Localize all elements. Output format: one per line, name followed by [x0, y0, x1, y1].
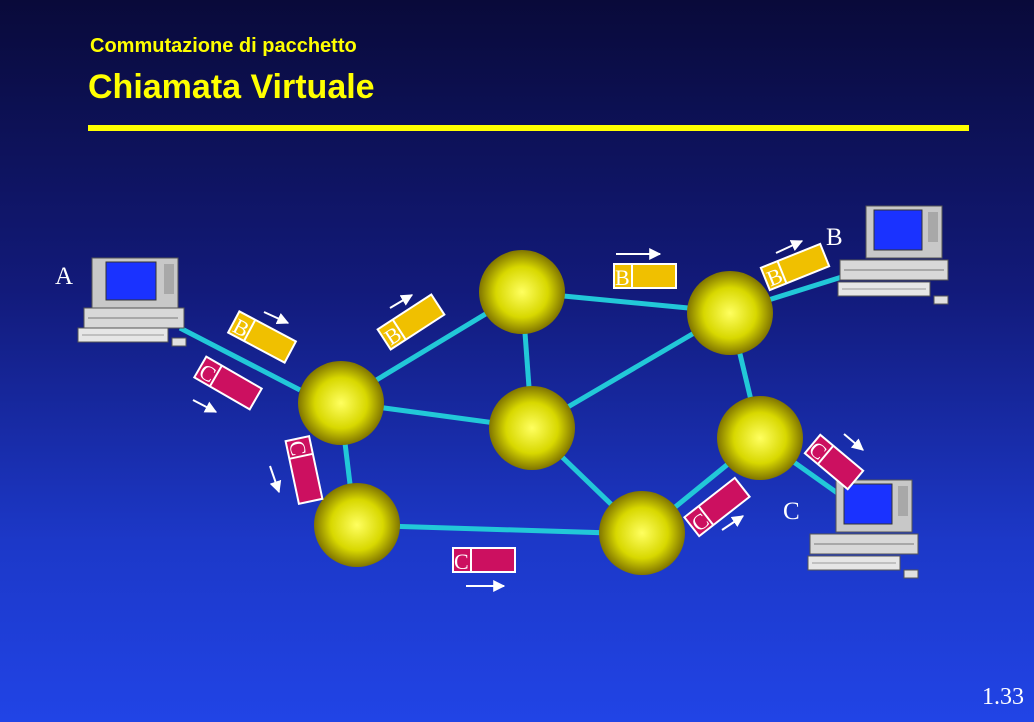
arrow-icon [269, 465, 282, 494]
title-underline [88, 125, 969, 131]
host-b-computer-icon [837, 205, 949, 305]
slide-title: Chiamata Virtuale [88, 68, 375, 106]
nodes [298, 250, 803, 575]
host-c-label: C [783, 498, 800, 525]
arrow-icon [721, 515, 744, 531]
node-2 [479, 250, 565, 334]
arrow-icon [263, 311, 290, 324]
page-number: 1.33 [982, 684, 1024, 710]
node-3 [489, 386, 575, 470]
node-4 [314, 483, 400, 567]
packet-b-3: B [613, 263, 677, 290]
node-1 [298, 361, 384, 445]
node-5 [687, 271, 773, 355]
packet-c-1: C [192, 355, 264, 411]
packet-c-4: C [682, 476, 752, 538]
direction-arrows [192, 240, 864, 592]
link-n4-n6 [354, 522, 643, 537]
packet-c-2: C [284, 435, 324, 505]
slide-subtitle: Commutazione di pacchetto [90, 35, 357, 57]
packet-b-3-label: B [615, 265, 630, 290]
host-c-computer-icon [807, 479, 919, 579]
arrow-icon [389, 294, 414, 309]
node-6 [599, 491, 685, 575]
host-b-label: B [826, 224, 843, 251]
arrow-icon [843, 433, 864, 451]
node-7 [717, 396, 803, 480]
link-a-n1 [178, 325, 302, 393]
packet-c-2-label: C [284, 438, 312, 458]
arrow-icon [775, 240, 804, 254]
host-a-computer-icon [77, 257, 187, 347]
packet-c-3: C [452, 547, 516, 574]
packet-c-3-label: C [454, 549, 469, 574]
host-a-label: A [55, 263, 73, 290]
arrow-icon [192, 399, 218, 413]
packet-b-4: B [759, 242, 831, 292]
